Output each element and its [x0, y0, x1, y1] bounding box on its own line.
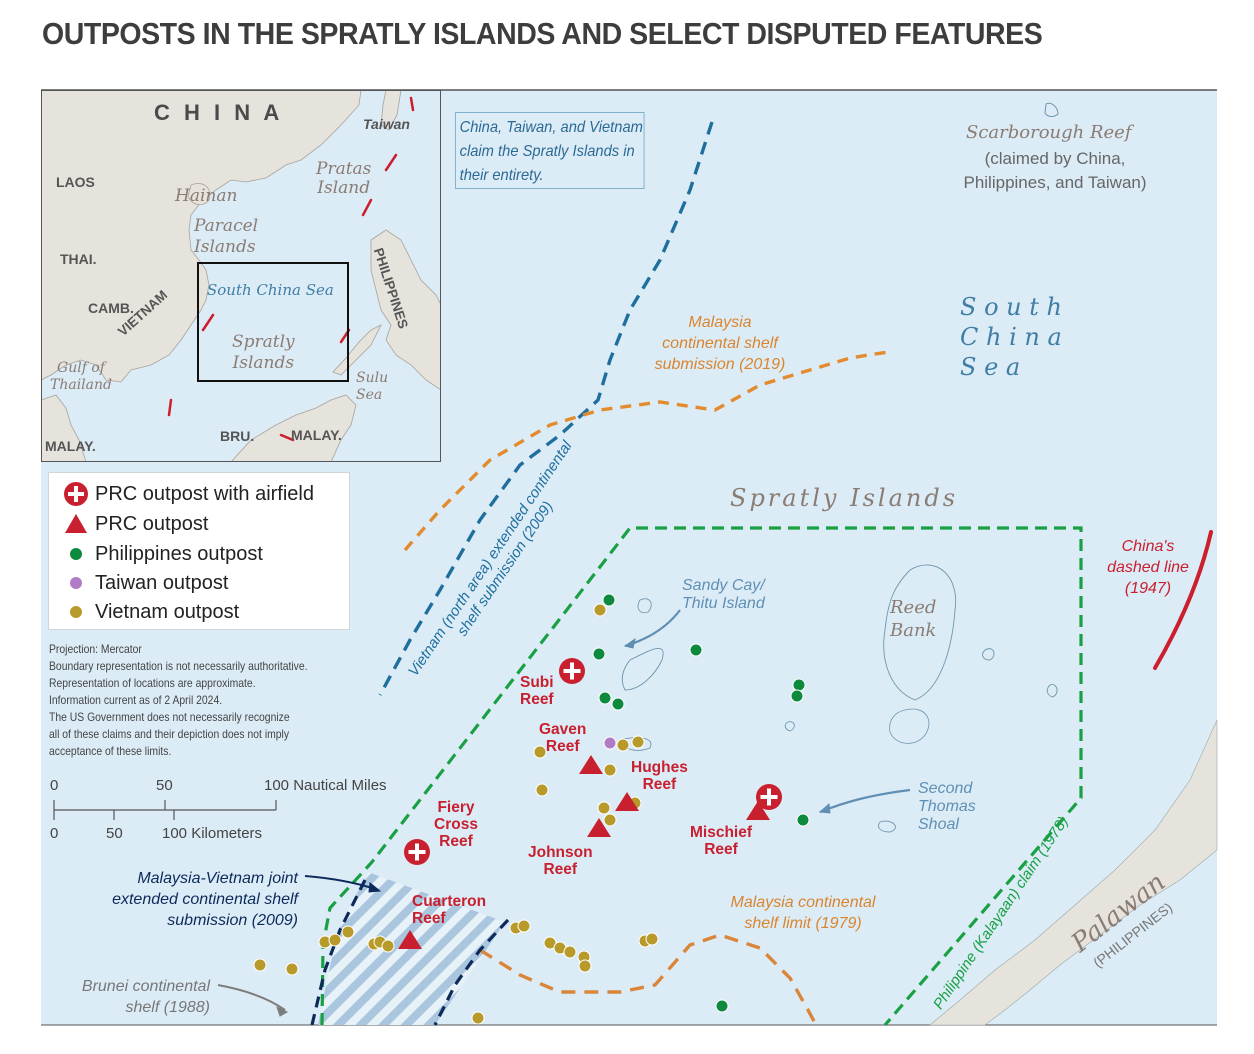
inset-taiwan — [380, 90, 402, 131]
palawan-land — [929, 719, 1218, 1026]
philippines-outposts — [592, 593, 810, 1013]
reef-outline — [889, 708, 930, 744]
inset-label-bru: BRU. — [220, 428, 255, 444]
scale-km-50: 50 — [106, 825, 123, 842]
reef-label-subi: Subi Reef — [520, 674, 554, 708]
inset-dashed-line — [167, 96, 415, 442]
reef-label-mischief: Mischief Reef — [690, 824, 753, 858]
label-malaysia-2019: Malaysia continental shelf submission (2… — [654, 314, 786, 373]
note-line: all of these claims and their depiction … — [49, 727, 290, 741]
vietnam-claim-line — [378, 121, 714, 696]
scale-nm-0: 0 — [50, 777, 59, 794]
label-spratly-islands: Spratly Islands — [730, 484, 959, 512]
label-malaysia-vietnam: Malaysia-Vietnam joint extended continen… — [112, 870, 298, 929]
inset-label-spratly: Spratly Islands — [232, 332, 295, 373]
label-china-dashed: China's dashed line (1947) — [1107, 538, 1189, 597]
pointer-arrows — [217, 609, 911, 1017]
label-south-china-sea: S o u t h C h i n a S e a — [960, 293, 1062, 381]
legend-label: PRC outpost — [95, 512, 209, 535]
scale-nm-100: 100 Nautical Miles — [264, 777, 387, 794]
note-line: acceptance of these limits. — [49, 744, 172, 758]
scarborough-reef-outline — [1044, 102, 1059, 117]
legend-row-taiwan: Taiwan outpost — [63, 569, 228, 597]
scale-km-0: 0 — [50, 825, 59, 842]
inset-label-laos: LAOS — [56, 174, 95, 190]
scale-km-100: 100 Kilometers — [162, 825, 263, 842]
note-line: The US Government does not necessarily r… — [49, 710, 290, 724]
reef-label-gaven: Gaven Reef — [539, 721, 587, 755]
note-line: Information current as of 2 April 2024. — [49, 693, 223, 707]
scale-nm-50: 50 — [156, 777, 173, 794]
label-scarborough: Scarborough Reef — [966, 122, 1132, 143]
reef-label-cuarteron: Cuarteron Reef — [412, 893, 487, 927]
inset-philippines — [370, 229, 441, 391]
inset-border — [41, 90, 441, 462]
reef-label-hughes: Hughes Reef — [631, 759, 688, 793]
triangle-icon — [65, 514, 87, 533]
inset-mainland — [41, 90, 362, 383]
inset-label-paracel: Paracel Islands — [194, 216, 259, 257]
claim-note: China, Taiwan, and Vietnam claim the Spr… — [455, 112, 645, 189]
inset-hainan — [187, 183, 211, 206]
label-reed-bank: Reed Bank — [890, 597, 937, 641]
inset-label-taiwan: Taiwan — [363, 116, 410, 132]
reef-label-fiery-cross: Fiery Cross Reef — [434, 799, 478, 850]
gold-dot-icon — [70, 606, 82, 618]
airfield-icon — [64, 482, 88, 506]
label-sandy-cay: Sandy Cay/ Thitu Island — [682, 577, 765, 612]
inset-map — [41, 90, 441, 462]
legend-row-vietnam: Vietnam outpost — [63, 598, 239, 626]
inset-label-thai: THAI. — [60, 251, 97, 267]
legend-row-airfield: PRC outpost with airfield — [63, 480, 314, 508]
china-dashed-line — [1153, 530, 1213, 670]
green-dot-icon — [70, 548, 82, 560]
inset-label-malay-right: MALAY. — [291, 427, 342, 443]
legend-label: Philippines outpost — [95, 542, 263, 565]
inset-label-camb: CAMB. — [88, 300, 134, 316]
inset-palawan — [332, 324, 382, 376]
label-malaysia-1979: Malaysia continental shelf limit (1979) — [730, 894, 876, 932]
inset-borneo — [230, 394, 357, 462]
malaysia-1979-line — [479, 933, 818, 1026]
reed-bank-shoal — [883, 564, 957, 701]
map-notes: Projection: Mercator Boundary representa… — [49, 641, 343, 760]
purple-dot-icon — [70, 577, 82, 589]
inset-label-south-china-sea: South China Sea — [207, 281, 334, 299]
label-brunei: Brunei continental shelf (1988) — [81, 978, 210, 1016]
prc-outposts — [398, 755, 770, 949]
label-second-thomas: Second Thomas Shoal — [918, 780, 976, 833]
legend-label: Taiwan outpost — [95, 571, 229, 594]
malaysia-2019-line — [403, 350, 889, 552]
legend-row-prc: PRC outpost — [63, 510, 208, 538]
note-line: Boundary representation is not necessari… — [49, 659, 308, 673]
inset-spratly-box — [197, 262, 349, 382]
legend-row-philippines: Philippines outpost — [63, 540, 263, 568]
malaysia-vietnam-line — [310, 879, 510, 1026]
taiwan-outpost — [603, 736, 617, 750]
inset-label-malay-left: MALAY. — [45, 438, 96, 454]
page-title: OUTPOSTS IN THE SPRATLY ISLANDS AND SELE… — [42, 16, 1043, 51]
reef-label-johnson: Johnson Reef — [528, 844, 593, 878]
scale-bar — [53, 800, 277, 820]
inset-malay-peninsula — [41, 394, 87, 462]
note-line: Projection: Mercator — [49, 642, 142, 656]
inset-label-gulf: Gulf of Thailand — [50, 360, 112, 393]
note-line: Representation of locations are approxim… — [49, 676, 256, 690]
legend-label: Vietnam outpost — [95, 600, 240, 623]
inset-label-sulu: Sulu Sea — [356, 370, 389, 403]
inset-label-pratas: Pratas Island — [316, 159, 372, 198]
vietnam-outposts — [253, 603, 659, 1025]
inset-label-china: C H I N A — [154, 100, 284, 125]
inset-label-hainan: Hainan — [175, 186, 238, 206]
legend: PRC outpost with airfield PRC outpost Ph… — [48, 472, 350, 630]
legend-label: PRC outpost with airfield — [95, 482, 314, 505]
label-scarborough-sub: (claimed by China, Philippines, and Taiw… — [963, 149, 1147, 192]
